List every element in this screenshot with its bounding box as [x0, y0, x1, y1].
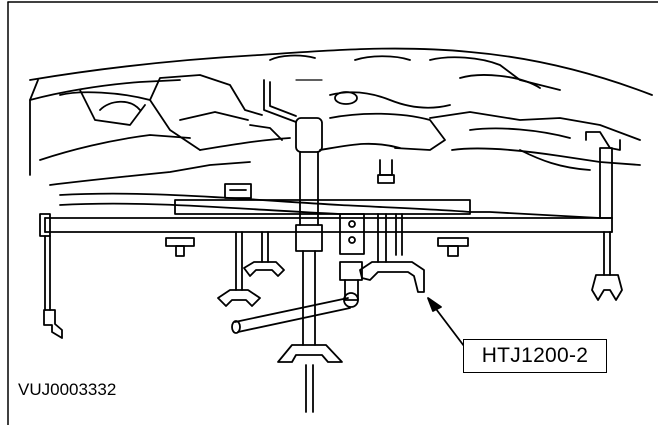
- callout-arrow: [427, 297, 465, 347]
- left-lower-clamp: [217, 231, 285, 307]
- right-beam-bolt: [437, 237, 469, 257]
- adjuster-assembly: [231, 213, 365, 334]
- vehicle-underbody: [29, 47, 653, 186]
- support-beam: [44, 183, 613, 233]
- right-hook-leg: [585, 131, 623, 301]
- left-beam-bolt: [165, 237, 195, 257]
- left-hook-leg: [39, 213, 63, 339]
- drawing-code: VUJ0003332: [18, 380, 117, 399]
- htj1200-2-clamp: [359, 213, 425, 293]
- callout-label: HTJ1200-2: [463, 339, 607, 373]
- central-spindle: [263, 79, 343, 413]
